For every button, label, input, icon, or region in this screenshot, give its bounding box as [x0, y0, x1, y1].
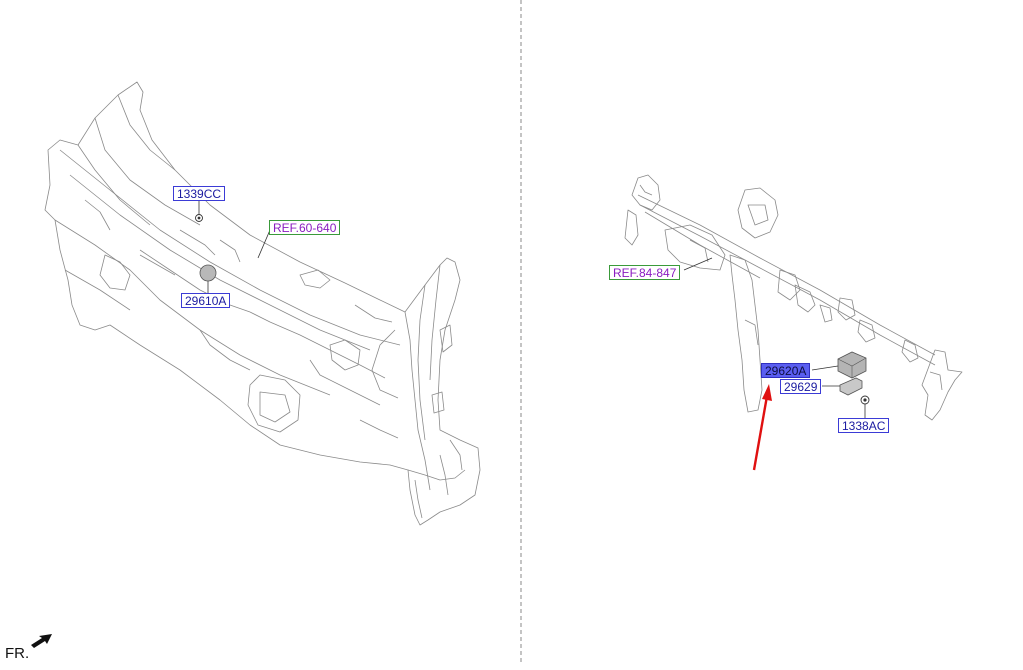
nut-icon [860, 395, 870, 405]
ref-callout-60-640[interactable]: REF.60-640 [269, 220, 341, 235]
ref-callout-84-847[interactable]: REF.84-847 [609, 265, 681, 280]
front-orientation-label: FR. [5, 645, 30, 662]
leader-29620a [811, 365, 839, 371]
callout-1339cc[interactable]: 1339CC [173, 186, 226, 201]
nut-icon [195, 214, 203, 222]
front-direction-arrow-icon [31, 634, 52, 648]
dash-panel-assembly [44, 81, 481, 526]
callout-29629[interactable]: 29629 [780, 379, 822, 394]
callout-29620a-highlighted[interactable]: 29620A [761, 363, 811, 378]
control-module-icon [837, 351, 867, 379]
grommet-icon [199, 264, 217, 282]
pointer-arrow-icon [752, 384, 772, 471]
leader-ref-60-640 [257, 229, 271, 259]
mounting-bracket-icon [839, 377, 863, 396]
leader-ref-84-847 [683, 257, 713, 271]
cowl-cross-bar-assembly [624, 174, 963, 421]
callout-29610a[interactable]: 29610A [181, 293, 231, 308]
callout-1338ac[interactable]: 1338AC [838, 418, 890, 433]
